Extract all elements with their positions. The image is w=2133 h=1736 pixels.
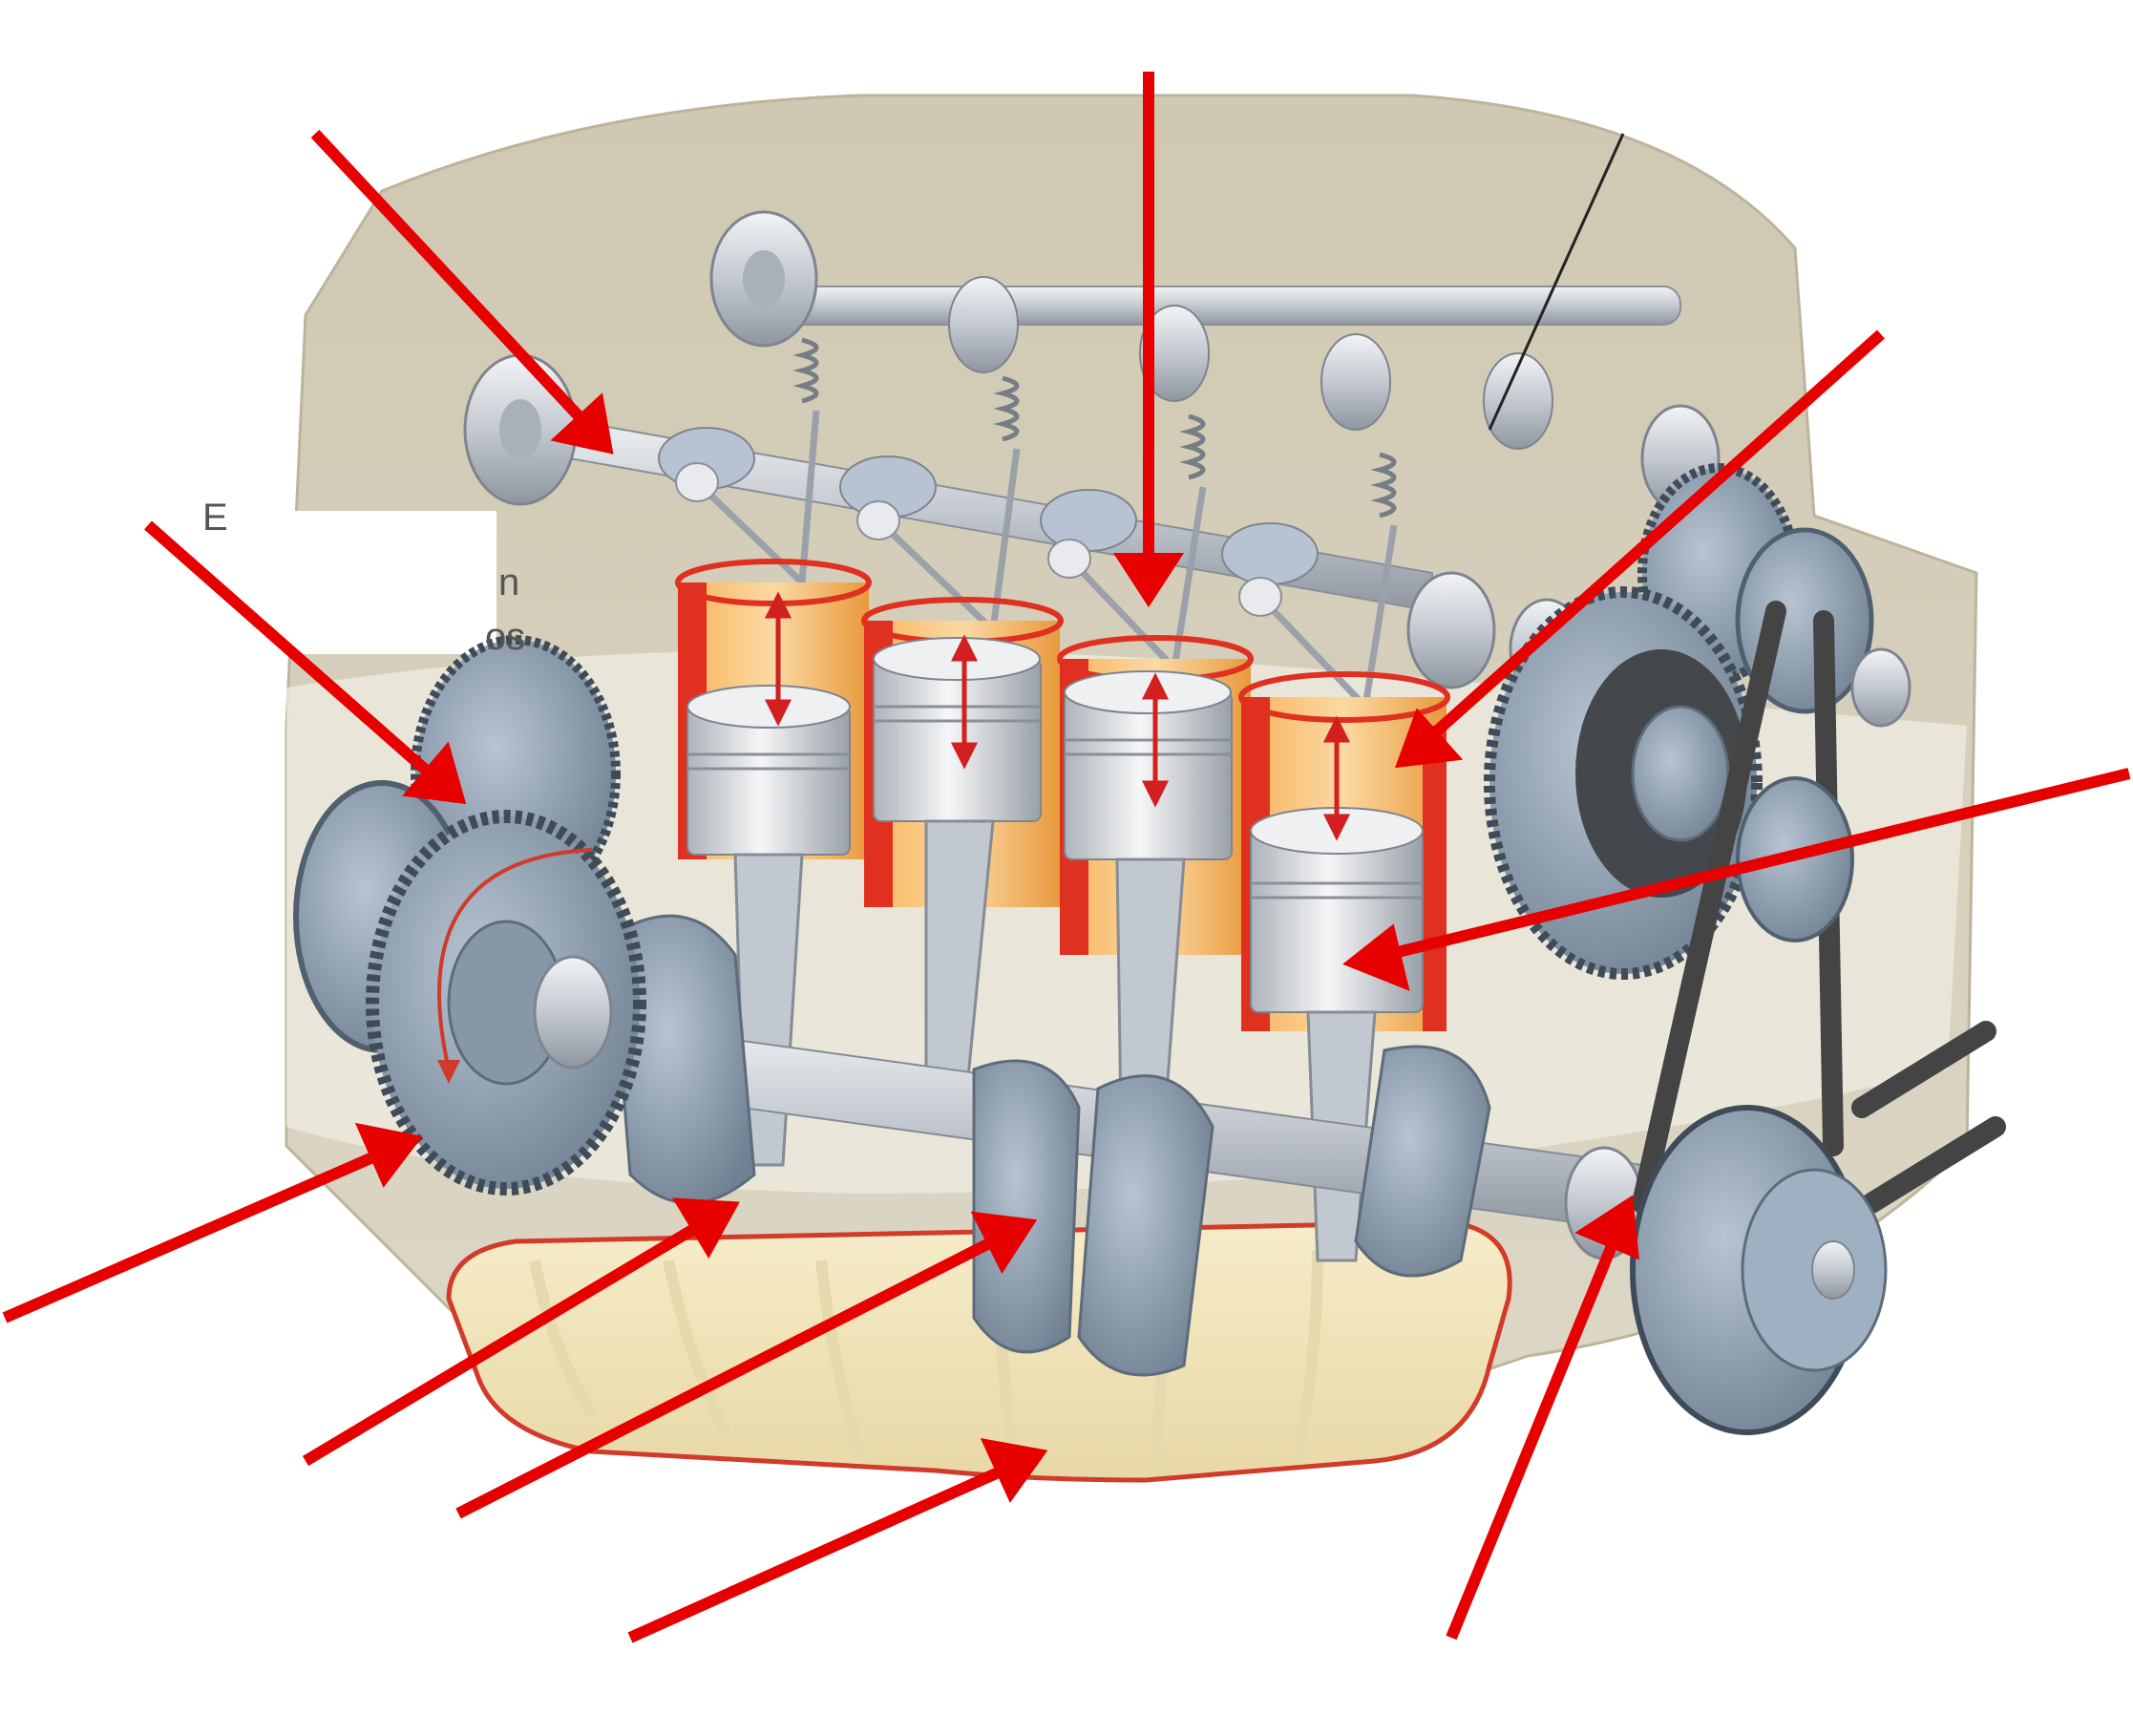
label-fragment-e: E xyxy=(202,497,228,539)
drive-belts xyxy=(1632,601,2006,1214)
piston-4 xyxy=(1250,807,1424,1013)
piston-1 xyxy=(686,685,851,856)
rocker-tips xyxy=(675,462,1282,617)
arrow-flywheel xyxy=(2,1122,423,1323)
label-fragment-os: os xyxy=(485,616,526,658)
arrow-crankshaft xyxy=(455,1211,1038,1519)
lower-camshaft xyxy=(463,353,1585,701)
arrow-valve xyxy=(1112,72,1185,608)
piston-2 xyxy=(873,637,1042,822)
arrow-camshaft-lobe xyxy=(310,129,614,455)
arrow-connecting-rod xyxy=(302,1197,740,1467)
crankshaft xyxy=(534,914,1644,1377)
arrow-timing-gear xyxy=(144,520,467,805)
flywheel xyxy=(293,635,646,1196)
arrow-piston xyxy=(1342,768,2131,991)
upper-camshaft xyxy=(709,210,1721,513)
crank-web-1 xyxy=(609,914,756,1205)
crank-pulley xyxy=(1630,776,1888,1435)
arrow-oil-pan xyxy=(627,1438,1048,1643)
arrow-cylinder xyxy=(1395,329,1885,769)
crank-web-2 xyxy=(972,1059,1081,1354)
label-cover-box xyxy=(191,511,496,654)
oil-pan xyxy=(446,1219,1512,1483)
piston-motion-arrows xyxy=(764,591,1351,841)
crank-web-3 xyxy=(1077,1074,1214,1377)
valve-springs xyxy=(792,337,1397,519)
leader-line xyxy=(1488,133,1625,431)
crank-web-4 xyxy=(1354,1045,1491,1278)
piston-3 xyxy=(1064,670,1233,860)
label-arrows xyxy=(2,72,2131,1643)
arrow-crank-pulley xyxy=(1446,1195,1640,1641)
label-fragment-n: n xyxy=(498,561,520,603)
